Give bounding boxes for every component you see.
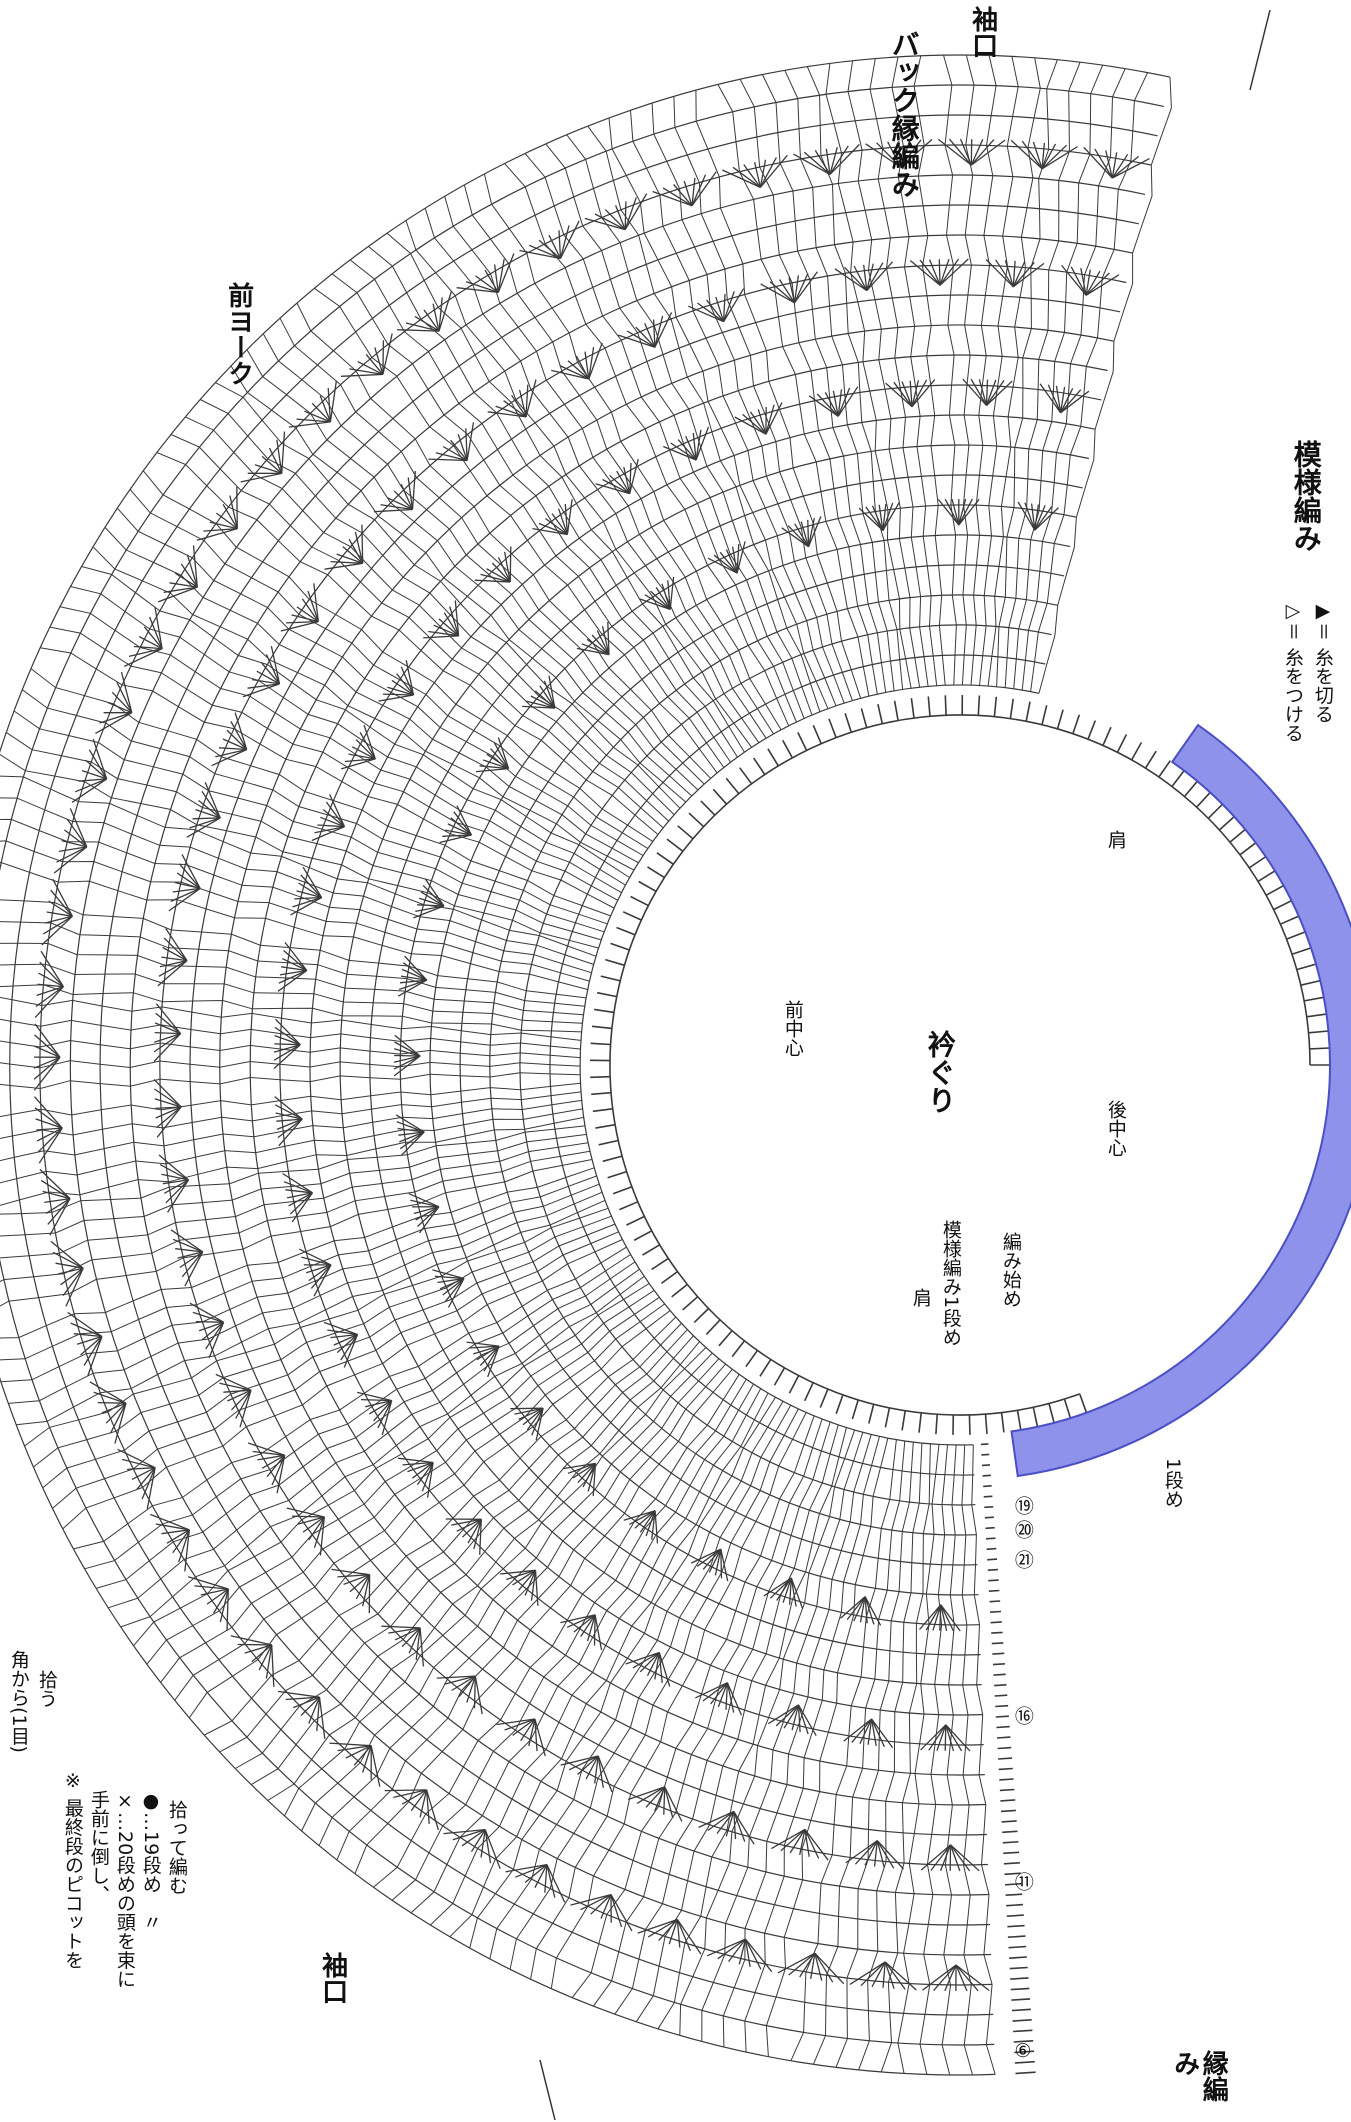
note-line-1: ※ 最終段のピコットを <box>61 1770 84 1970</box>
back-center-label: 後中心 <box>1104 1100 1127 1157</box>
corner-note-2: 拾う <box>35 1670 58 1708</box>
back-border-label: バック縁編み <box>887 30 921 198</box>
legend-attach: ▷＝ 糸をつける <box>1281 600 1304 743</box>
shoulder-label-bottom: 肩 <box>909 1288 932 1307</box>
note-line-2: 手前に倒し、 <box>87 1790 110 1904</box>
start-row1-label: 模様編み1段め <box>939 1220 962 1347</box>
front-center-label: 前中心 <box>781 1000 804 1057</box>
legend-cut: ▶＝ 糸を切る <box>1311 600 1334 724</box>
front-yoke-label: 前ヨーク <box>223 282 254 386</box>
row-marker: ⑥ <box>1011 2040 1034 2062</box>
row-marker: ⑯ <box>1011 1706 1034 1725</box>
corner-note-1: 角から(1目) <box>7 1650 30 1753</box>
sode-label-top: 袖口 <box>967 6 998 58</box>
sode-label-bottom: 袖口 <box>317 1952 348 2004</box>
row-marker: ⑪ <box>1011 1872 1034 1891</box>
row1-label: 1段め <box>1161 1458 1184 1509</box>
note-line-3: ×…20段めの頭を束に <box>113 1790 136 1989</box>
shoulder-label-top: 肩 <box>1104 830 1127 849</box>
row-marker: ⑳ <box>1011 1520 1034 1539</box>
pattern-stitches <box>0 54 1172 2076</box>
row-marker: ⑲ <box>1011 1496 1034 1515</box>
bottom-border-label: 縁編み <box>1169 2050 1229 2102</box>
start-knit-label: 編み始め <box>999 1232 1022 1308</box>
row-rings <box>0 54 1171 2076</box>
edge-ticks <box>589 694 1330 2075</box>
note-line-5: 拾って編む <box>165 1800 188 1895</box>
guide-lines <box>539 9 1271 2121</box>
row-marker: ㉑ <box>1011 1550 1034 1569</box>
note-line-4: ●…19段め 〃 <box>139 1790 162 1932</box>
neck-border-highlight <box>1010 723 1351 1478</box>
neckline-label: 衿ぐり <box>923 1030 957 1114</box>
shell-stitches <box>33 138 1150 1992</box>
pattern-border-label: 模様編み <box>1289 440 1323 552</box>
